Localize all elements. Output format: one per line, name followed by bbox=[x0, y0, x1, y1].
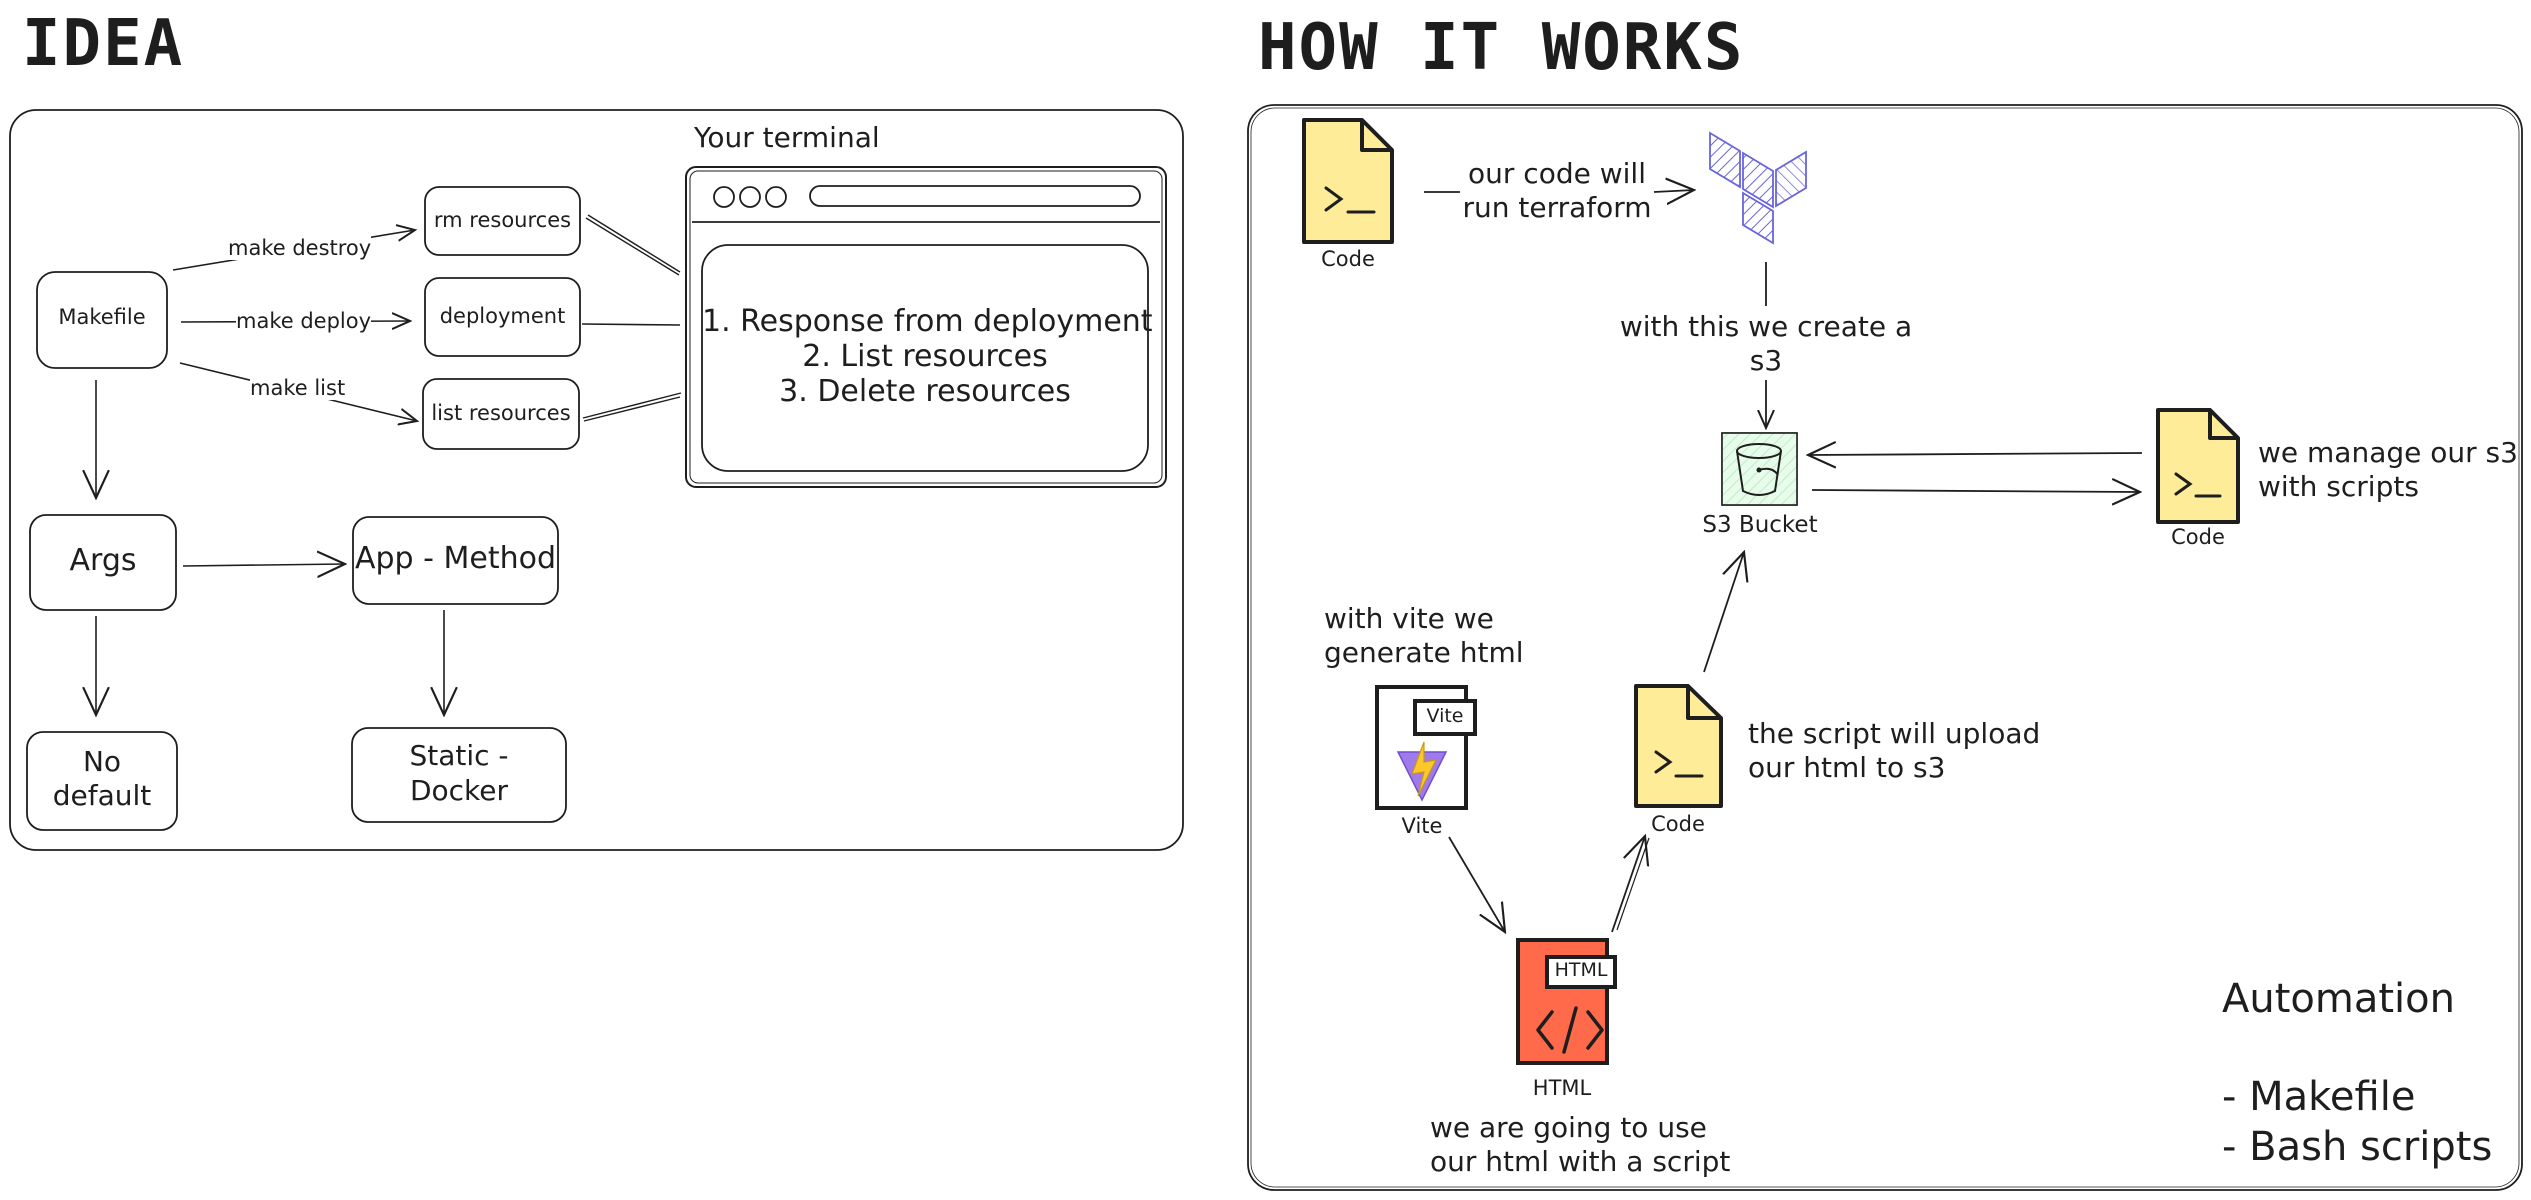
edge-label-make-destroy: make destroy bbox=[228, 236, 372, 261]
edge-list-to-terminal bbox=[582, 392, 682, 422]
code-label-middle: Code bbox=[1651, 812, 1705, 836]
no-default-line-1: No bbox=[82, 745, 122, 778]
code-file-icon-right bbox=[2156, 408, 2240, 524]
list-resources-node bbox=[422, 378, 580, 450]
terminal-dot-3 bbox=[765, 186, 787, 208]
rm-resources-label: rm resources bbox=[433, 208, 572, 232]
how-panel-frame bbox=[1247, 104, 2523, 1191]
idea-title: IDEA bbox=[22, 7, 185, 81]
vite-label: Vite bbox=[1401, 814, 1443, 838]
html-file-icon bbox=[1516, 938, 1617, 1065]
static-docker-node bbox=[351, 727, 567, 823]
script-upload-line-2: our html to s3 bbox=[1748, 751, 1946, 784]
rm-resources-node bbox=[424, 186, 581, 256]
args-node bbox=[29, 514, 177, 611]
static-docker-line-2: Docker bbox=[409, 774, 509, 807]
script-upload-line-1: the script will upload bbox=[1748, 717, 2041, 750]
vite-badge-label: Vite bbox=[1426, 705, 1464, 727]
deployment-label: deployment bbox=[439, 304, 566, 328]
edge-args-to-app bbox=[182, 564, 345, 566]
vite-file-icon bbox=[1375, 685, 1477, 810]
edge-vite-to-html bbox=[1448, 836, 1505, 932]
edge-label-make-deploy: make deploy bbox=[236, 309, 372, 334]
no-default-line-2: default bbox=[52, 779, 152, 812]
terminal-dot-1 bbox=[713, 186, 735, 208]
how-panel-frame-double bbox=[1250, 107, 2520, 1188]
terminal-content-box bbox=[701, 244, 1149, 472]
args-label: Args bbox=[69, 543, 137, 578]
edge-label-make-list: make list bbox=[250, 376, 346, 401]
edge-s3-to-code bbox=[1811, 490, 2140, 492]
terminal-line-1: 1. Response from deployment bbox=[702, 304, 1153, 339]
html-label: HTML bbox=[1532, 1076, 1592, 1100]
vite-generate-line-1: with vite we bbox=[1324, 602, 1494, 635]
our-code-line-2: run terraform bbox=[1462, 191, 1652, 224]
deployment-node bbox=[424, 277, 581, 357]
terminal-dot-2 bbox=[739, 186, 761, 208]
automation-title: Automation bbox=[2222, 976, 2455, 1022]
terminal-line-3: 3. Delete resources bbox=[779, 374, 1071, 409]
edge-code-to-s3-up bbox=[1703, 552, 1744, 673]
edge-html-to-code bbox=[1611, 836, 1645, 933]
app-method-label: App - Method bbox=[354, 541, 557, 576]
html-use-line-1: we are going to use bbox=[1430, 1111, 1707, 1144]
automation-item-makefile: - Makefile bbox=[2222, 1074, 2416, 1120]
html-use-line-2: our html with a script bbox=[1430, 1145, 1731, 1178]
s3-bucket-label: S3 Bucket bbox=[1702, 512, 1818, 538]
automation-item-bash: - Bash scripts bbox=[2222, 1124, 2493, 1170]
how-title: HOW IT WORKS bbox=[1258, 11, 1745, 85]
code-label-top: Code bbox=[1321, 247, 1375, 271]
manage-line-2: with scripts bbox=[2258, 470, 2419, 503]
edge-html-to-code-double bbox=[1616, 837, 1650, 931]
html-badge-label: HTML bbox=[1554, 959, 1608, 981]
code-label-right: Code bbox=[2171, 525, 2225, 549]
static-docker-line-1: Static - bbox=[409, 739, 509, 772]
s3-bucket-icon bbox=[1721, 432, 1798, 506]
with-this-line-1: with this we create a bbox=[1619, 310, 1913, 343]
terminal-address-bar bbox=[809, 185, 1141, 207]
terminal-window-inner bbox=[689, 170, 1163, 484]
with-this-line-2: s3 bbox=[1749, 344, 1783, 377]
edge-deploy-to-terminal bbox=[581, 323, 681, 326]
list-resources-label: list resources bbox=[431, 401, 571, 425]
edge-text-to-terraform bbox=[1653, 190, 1694, 192]
terminal-line-2: 2. List resources bbox=[802, 339, 1048, 374]
code-file-icon-middle bbox=[1634, 684, 1723, 808]
terminal-label: Your terminal bbox=[694, 121, 880, 154]
manage-line-1: we manage our s3 bbox=[2258, 436, 2518, 469]
terraform-icon bbox=[1709, 131, 1807, 245]
edge-code-to-s3 bbox=[1808, 453, 2143, 455]
our-code-line-1: our code will bbox=[1468, 157, 1646, 190]
makefile-node bbox=[36, 271, 168, 369]
makefile-label: Makefile bbox=[58, 305, 146, 329]
no-default-node bbox=[26, 731, 178, 831]
app-method-node bbox=[352, 516, 559, 605]
edge-rm-to-terminal bbox=[585, 214, 681, 276]
idea-panel-frame bbox=[9, 109, 1184, 851]
code-file-icon-top bbox=[1302, 118, 1394, 244]
vite-generate-line-2: generate html bbox=[1324, 636, 1524, 669]
